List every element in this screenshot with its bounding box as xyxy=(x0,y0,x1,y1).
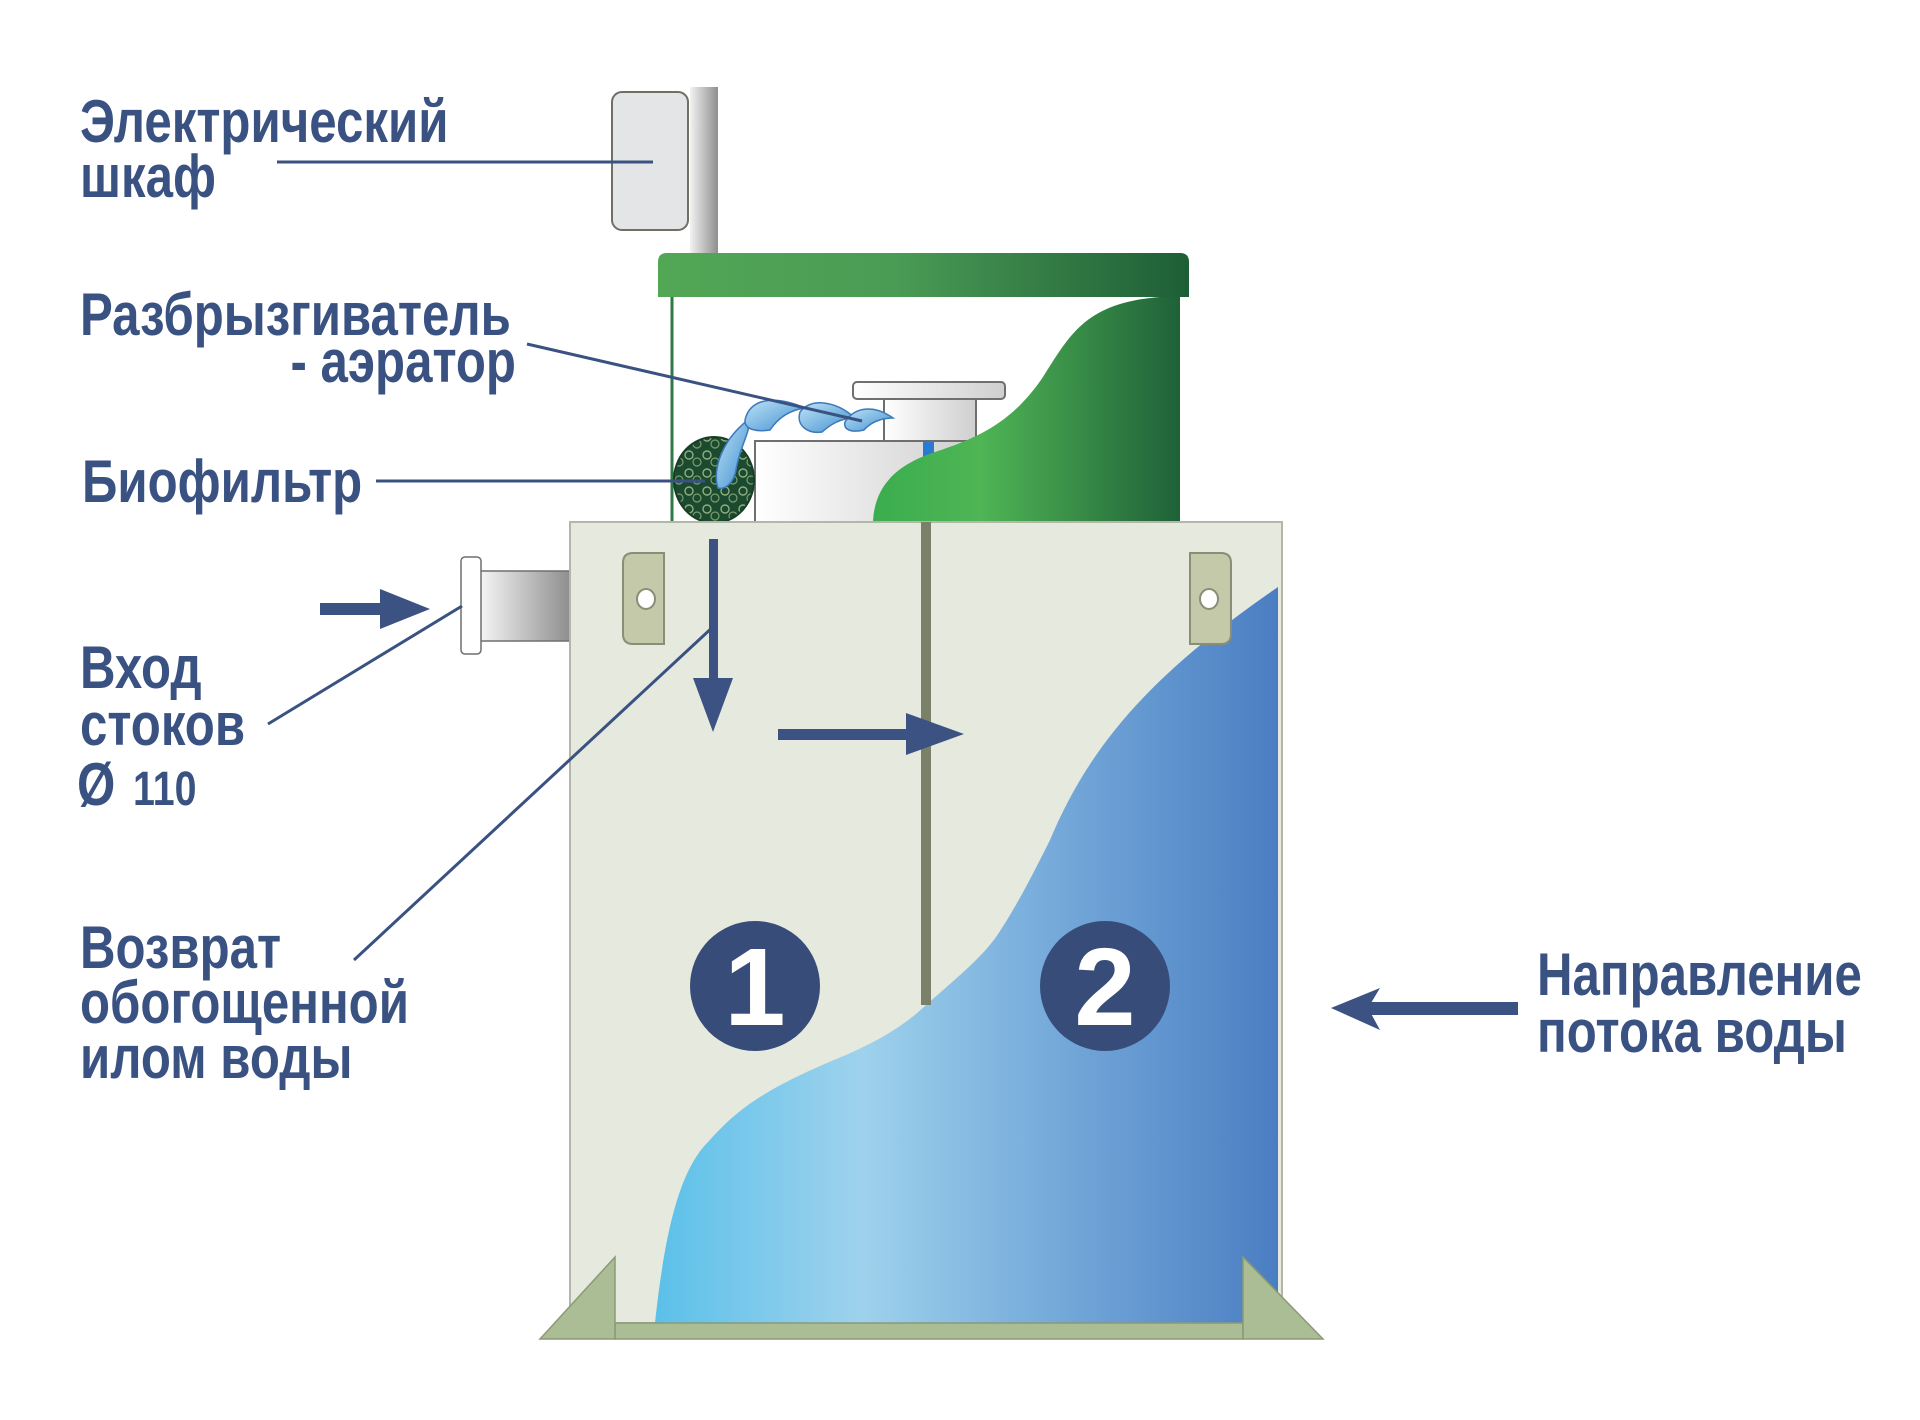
label-line: Вход xyxy=(80,633,202,701)
chamber-2-number: 2 xyxy=(1074,926,1135,1049)
label-line: обогощенной xyxy=(80,968,409,1036)
label-flow-direction: Направление потока воды xyxy=(1537,940,1862,1065)
arrow-right-icon xyxy=(778,713,964,755)
mounting-bracket-right xyxy=(1189,552,1232,645)
label-electrical-cabinet: Электрический шкаф xyxy=(80,87,448,210)
label-line: Направление xyxy=(1537,940,1862,1008)
leader-sprinkler xyxy=(526,342,863,423)
inlet-flange xyxy=(460,556,482,655)
chamber-1-number: 1 xyxy=(724,926,785,1049)
flow-direction-arrow-icon xyxy=(1331,988,1518,1030)
inlet-arrow-icon xyxy=(320,589,430,629)
label-line: потока воды xyxy=(1537,997,1847,1065)
inlet-pipe-body xyxy=(479,570,573,642)
electrical-cabinet xyxy=(611,87,718,255)
label-sludge-return: Возврат обогощенной илом воды xyxy=(80,913,409,1091)
leader-inlet xyxy=(267,604,463,726)
label-line: стоков xyxy=(80,690,245,758)
pump-cylinder xyxy=(883,397,977,442)
leader-sludge-return xyxy=(352,623,717,962)
label-line: Биофильтр xyxy=(82,447,362,515)
label-line: илом воды xyxy=(80,1023,353,1091)
mounting-bracket-left xyxy=(622,552,665,645)
arrow-down-icon xyxy=(693,539,733,732)
label-line: Возврат xyxy=(80,913,281,981)
label-line: Электрический xyxy=(80,87,448,155)
pump-blue-connector xyxy=(923,441,934,459)
cabinet-pole xyxy=(690,87,718,255)
chamber-2-badge: 2 xyxy=(1040,921,1170,1051)
inlet-diameter-value: 110 xyxy=(133,762,196,816)
label-biofilter: Биофильтр xyxy=(82,447,362,515)
module-lid xyxy=(658,253,1189,297)
label-sprinkler-aerator: Разбрызгиватель - аэратор xyxy=(80,280,516,395)
leader-lines xyxy=(267,160,863,962)
label-line: - аэратор xyxy=(290,327,516,395)
label-inlet: Вход стоков Ø 110 xyxy=(77,633,245,818)
label-line: шкаф xyxy=(80,142,216,210)
diameter-symbol-icon: Ø xyxy=(77,750,115,818)
tank xyxy=(538,521,1325,1340)
inlet-pipe xyxy=(460,556,573,655)
label-line: Разбрызгиватель xyxy=(80,280,511,348)
aeration-module xyxy=(658,253,1189,525)
tank-divider xyxy=(921,522,931,1005)
pump-cap xyxy=(852,381,1006,400)
chamber-1-badge: 1 xyxy=(690,921,820,1051)
tank-base xyxy=(538,1255,1325,1340)
module-green-wall xyxy=(873,297,1180,523)
water-fill xyxy=(655,587,1278,1323)
